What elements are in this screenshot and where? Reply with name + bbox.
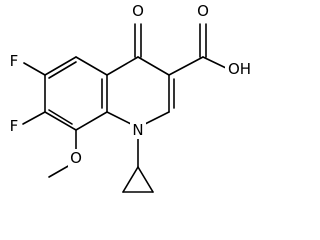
hydroxyl-group: OH xyxy=(225,60,263,78)
atom-label-methoxy-oxygen: O xyxy=(70,149,82,167)
bond xyxy=(44,56,77,76)
atom-label-hydroxyl: OH xyxy=(228,60,251,78)
bond xyxy=(106,111,132,125)
bond xyxy=(168,56,204,76)
ketone-oxygen-atom: O xyxy=(130,2,146,20)
bond xyxy=(75,111,108,131)
bond xyxy=(22,111,46,125)
bond xyxy=(144,111,170,125)
atom-label-f-upper: F xyxy=(10,52,19,70)
atom-label-ring-nitrogen: N xyxy=(132,121,143,139)
atom-label-layer: F F O N O O OH xyxy=(6,2,263,167)
bond xyxy=(44,111,77,131)
bond xyxy=(137,56,170,76)
bond xyxy=(202,56,227,69)
atom-label-carbonyl-oxygen: O xyxy=(197,2,209,20)
bond xyxy=(106,56,139,76)
bond xyxy=(23,62,46,76)
atom-label-f-lower: F xyxy=(10,117,19,135)
bond xyxy=(75,56,108,76)
fluorine-atom-upper: F xyxy=(6,52,22,70)
bond xyxy=(48,109,73,125)
atom-label-ketone-oxygen: O xyxy=(132,2,144,20)
ring-nitrogen-atom: N xyxy=(130,121,146,139)
chemical-structure-diagram: F F O N O O OH xyxy=(6,2,263,193)
bond xyxy=(48,61,77,79)
methoxy-oxygen-atom: O xyxy=(68,149,84,167)
bond-layer xyxy=(22,23,227,193)
carbonyl-oxygen-atom: O xyxy=(195,2,211,20)
bond xyxy=(48,164,71,178)
fluorine-atom-lower: F xyxy=(6,117,22,135)
bond xyxy=(137,166,154,193)
bond xyxy=(122,166,139,193)
